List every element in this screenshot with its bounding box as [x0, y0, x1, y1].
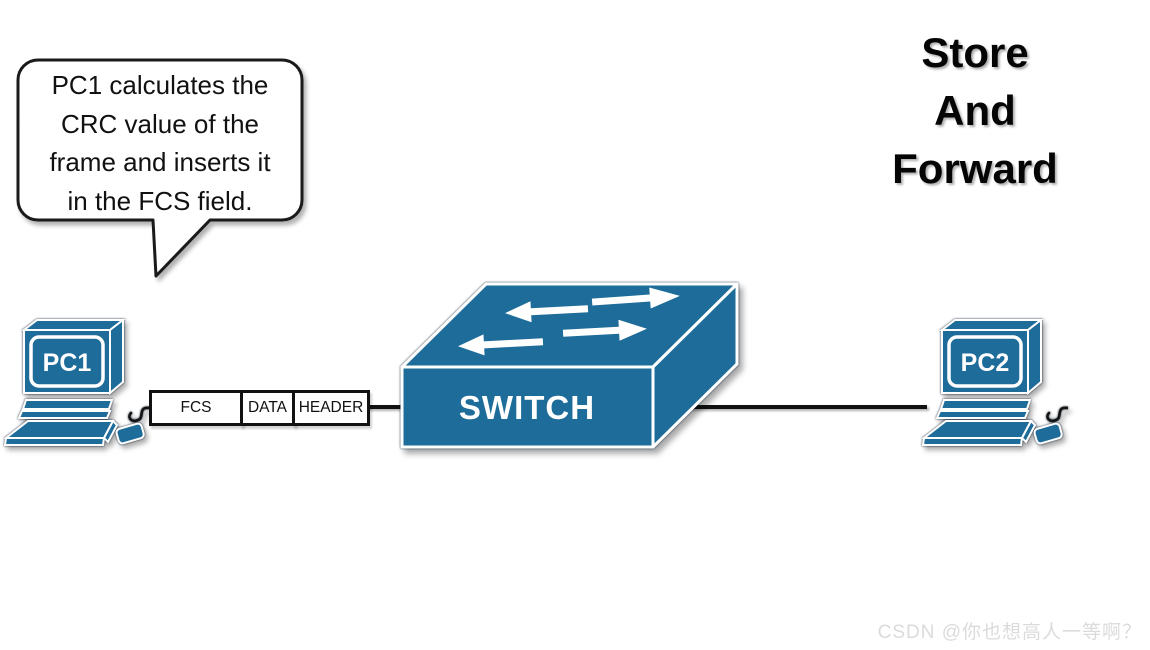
speech-bubble-outline	[16, 58, 304, 278]
title-line: Forward	[892, 145, 1058, 192]
link-line-switch-to-pc2	[690, 405, 927, 409]
pc2-icon: PC2	[922, 319, 1068, 446]
pc1-screen-bezel	[29, 335, 105, 388]
switch-icon: SWITCH	[400, 282, 739, 449]
frame-field-fcs: FCS	[149, 390, 243, 426]
arrow-left-icon	[458, 334, 544, 356]
callout-line: frame and inserts it	[49, 147, 271, 177]
pc2-mouse-cable	[1046, 406, 1068, 423]
frame-field-header: HEADER	[292, 390, 370, 426]
frame-field-data: DATA	[239, 390, 296, 426]
pc1-icon: PC1	[4, 319, 150, 446]
title-line: And	[934, 87, 1016, 134]
pc1-mouse	[115, 422, 145, 445]
pc1-monitor: PC1	[17, 319, 126, 419]
frame-diagram: FCS DATA HEADER	[149, 390, 370, 426]
callout-text: PC1 calculates the CRC value of the fram…	[18, 66, 302, 220]
arrow-right-icon	[562, 319, 647, 341]
pc1-keyboard	[4, 419, 119, 446]
pc2-monitor: PC2	[935, 319, 1044, 419]
callout-line: PC1 calculates the	[51, 70, 269, 100]
pc1-label: PC1	[43, 349, 92, 377]
arrow-left-icon	[505, 301, 589, 323]
pc2-screen-bezel	[947, 335, 1023, 388]
callout-line: CRC value of the	[61, 108, 259, 139]
page-title: Store And Forward	[845, 24, 1105, 198]
arrow-right-icon	[591, 287, 680, 309]
switch-front-face	[400, 365, 655, 449]
pc2-keyboard	[922, 419, 1037, 446]
title-line: Store	[921, 29, 1029, 76]
pc2-mouse	[1033, 422, 1063, 445]
watermark: CSDN @你也想高人一等啊？	[877, 622, 1142, 643]
switch-arrows	[458, 287, 680, 356]
pc1-mouse-cable	[128, 406, 150, 423]
callout-line: in the FCS field.	[67, 185, 253, 216]
link-line-frame-to-switch	[366, 405, 406, 409]
switch-label: SWITCH	[459, 389, 595, 426]
pc2-label: PC2	[961, 349, 1010, 377]
speech-bubble	[16, 58, 304, 278]
